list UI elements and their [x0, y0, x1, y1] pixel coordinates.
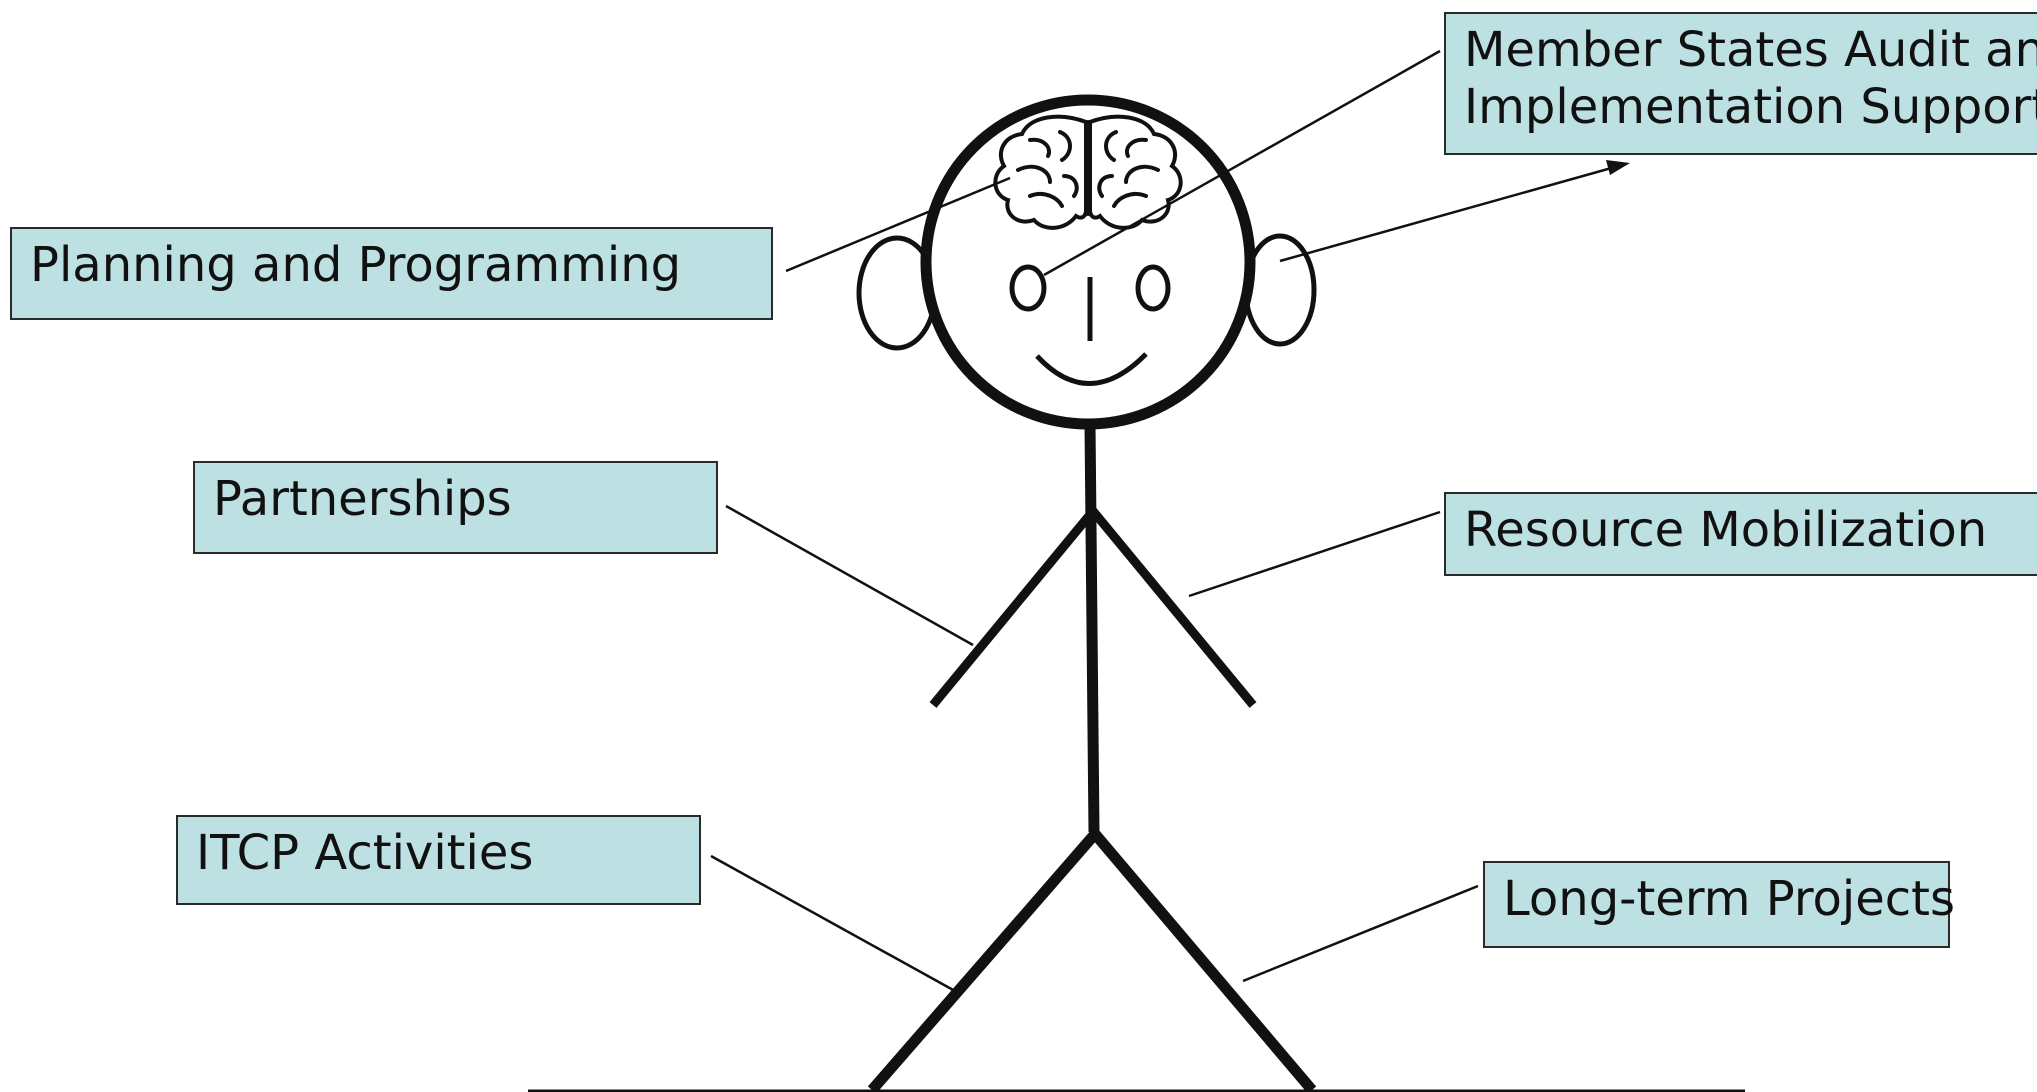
label-partnerships: Partnerships — [193, 461, 718, 554]
label-member-line1: Member States Audit and — [1464, 22, 2037, 78]
label-resource-text: Resource Mobilization — [1464, 502, 1988, 558]
right-ear — [1243, 233, 1317, 347]
label-longterm-text: Long-term Projects — [1503, 871, 1955, 927]
head — [920, 94, 1256, 430]
connector-resource — [1188, 510, 1441, 598]
label-itcp-text: ITCP Activities — [196, 825, 534, 881]
label-resource-mobilization: Resource Mobilization — [1444, 492, 2037, 576]
label-partnerships-text: Partnerships — [213, 471, 512, 527]
mouth — [1035, 352, 1148, 386]
label-planning-text: Planning and Programming — [30, 237, 682, 293]
connector-longterm — [1242, 884, 1479, 983]
legs — [867, 825, 1317, 1092]
connector-partnerships — [725, 504, 974, 647]
connector-planning — [785, 176, 1011, 273]
connector-member — [1043, 49, 1441, 277]
arrowhead — [1606, 160, 1630, 175]
torso — [1084, 423, 1100, 833]
brain-icon — [993, 114, 1183, 230]
label-member-states-audit: Member States Audit and Implementation S… — [1444, 12, 2037, 155]
connector-itcp — [710, 854, 956, 993]
right-eye — [1135, 264, 1171, 312]
label-long-term-projects: Long-term Projects — [1483, 861, 1955, 948]
left-eye — [1009, 264, 1047, 312]
label-itcp-activities: ITCP Activities — [176, 815, 701, 905]
label-planning-programming: Planning and Programming — [10, 227, 773, 320]
arms — [929, 503, 1257, 708]
connector-ear-arrow — [1279, 165, 1616, 263]
label-member-line2: Implementation Support — [1464, 79, 2037, 135]
